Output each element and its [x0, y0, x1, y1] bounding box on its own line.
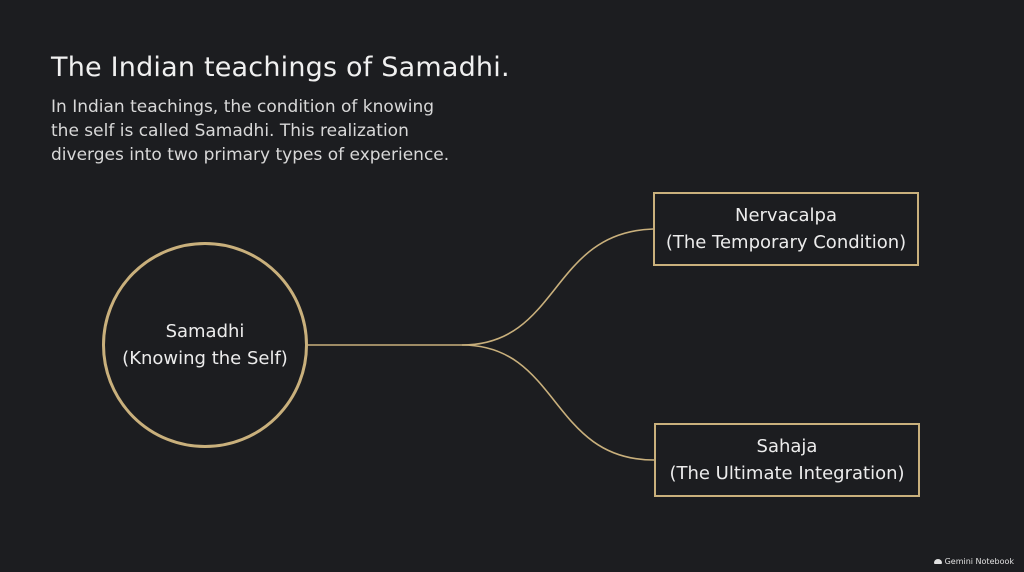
branch-node-sublabel: (The Ultimate Integration): [669, 463, 905, 484]
branch-node-nervacalpa: Nervacalpa (The Temporary Condition): [653, 192, 919, 266]
branch-connector-bottom: [461, 344, 655, 461]
root-node-label: Samadhi: [165, 321, 245, 342]
watermark: Gemini Notebook: [933, 557, 1014, 566]
watermark-label: Gemini Notebook: [944, 557, 1014, 566]
notebook-logo-icon: [933, 559, 942, 564]
root-node-samadhi: Samadhi (Knowing the Self): [102, 242, 308, 448]
branch-node-sahaja: Sahaja (The Ultimate Integration): [654, 423, 920, 497]
branch-connector-top: [461, 228, 654, 346]
branch-node-label: Sahaja: [756, 436, 818, 457]
branch-node-label: Nervacalpa: [734, 205, 837, 226]
intro-line: the self is called Samadhi. This realiza…: [51, 121, 409, 141]
intro-line: In Indian teachings, the condition of kn…: [51, 97, 435, 117]
root-node-sublabel: (Knowing the Self): [122, 348, 288, 369]
intro-line: diverges into two primary types of exper…: [51, 145, 450, 165]
branch-node-sublabel: (The Temporary Condition): [665, 232, 907, 253]
slide-intro: In Indian teachings, the condition of kn…: [51, 95, 481, 167]
slide-title: The Indian teachings of Samadhi.: [51, 52, 510, 83]
